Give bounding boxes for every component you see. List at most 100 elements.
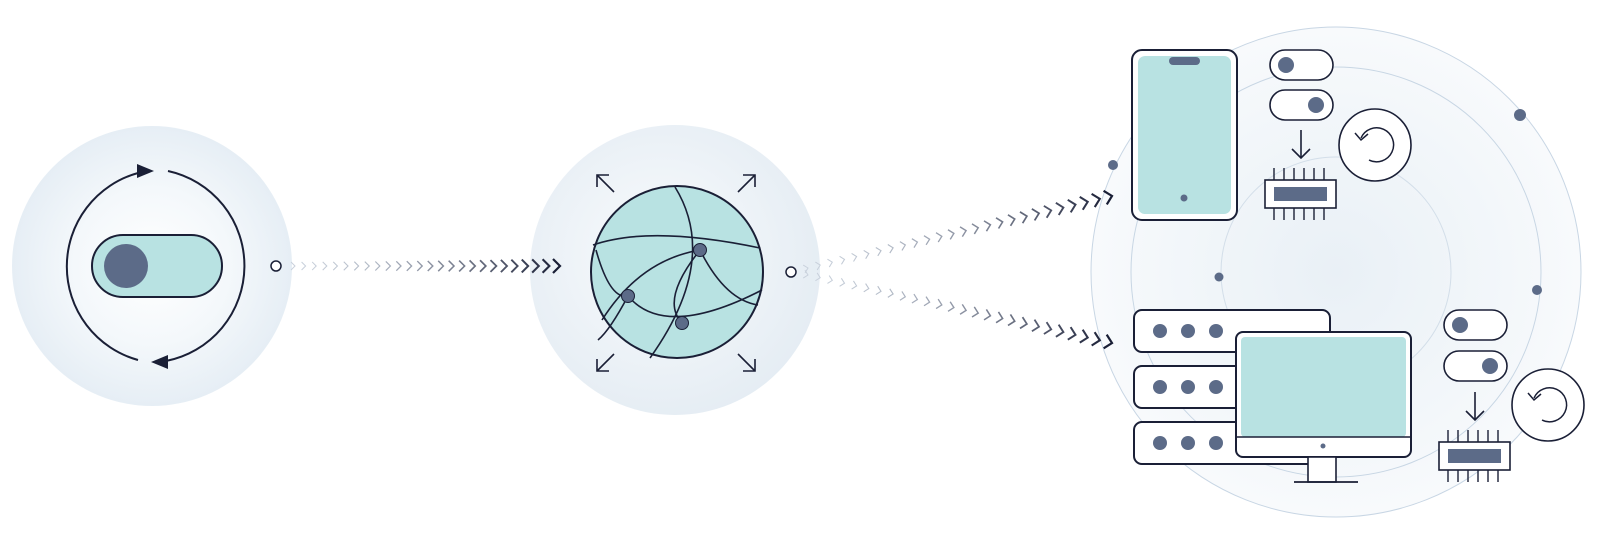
chevron-icon: [468, 259, 477, 273]
chevron-icon: [353, 261, 360, 271]
chevron-icon: [521, 258, 530, 274]
chevron-icon: [802, 269, 809, 279]
chevron-icon: [851, 252, 858, 262]
chevron-icon: [863, 283, 870, 293]
chevron-icon: [448, 260, 456, 272]
chevron-icon: [1079, 329, 1090, 344]
chevron-icon: [899, 291, 907, 301]
chevron-icon: [510, 259, 519, 273]
chevron-icon: [1043, 321, 1053, 335]
chevron-icon: [815, 272, 821, 282]
chevron-icon: [1007, 314, 1016, 327]
chevron-icon: [1031, 208, 1041, 221]
desktop-monitor-icon: [1235, 331, 1412, 483]
chevron-icon: [959, 226, 968, 238]
chevron-icon: [541, 258, 551, 274]
chevron-icon: [1103, 334, 1114, 350]
feature-toggle-icon: [91, 234, 223, 298]
orbit-dot: [1108, 160, 1118, 170]
chevron-icon: [311, 261, 317, 271]
chevron-icon: [332, 261, 339, 271]
chevron-icon: [815, 261, 821, 271]
orbit-dot: [1214, 272, 1224, 282]
toggle-stage: [12, 126, 292, 406]
chevron-icon: [1019, 211, 1029, 224]
chevron-icon: [1079, 196, 1090, 211]
chevron-icon: [863, 249, 870, 259]
chevron-icon: [322, 261, 328, 271]
chevron-icon: [385, 260, 392, 272]
chevron-icon: [1091, 331, 1102, 347]
chevron-icon: [1091, 192, 1102, 208]
chevron-icon: [1067, 326, 1077, 341]
chevron-icon: [971, 223, 980, 235]
chevron-icon: [1007, 214, 1016, 227]
targets-stage: [1090, 26, 1585, 518]
chevron-icon: [875, 247, 882, 257]
chevron-icon: [935, 298, 943, 310]
chevron-icon: [983, 220, 992, 232]
orbit-dot: [1514, 109, 1526, 121]
chevron-icon: [827, 275, 834, 284]
chevron-icon: [935, 232, 943, 243]
chevron-icon: [552, 258, 562, 274]
chevron-icon: [839, 255, 846, 265]
chevron-icon: [875, 285, 882, 296]
chevron-icon: [479, 259, 488, 273]
chevron-icon: [364, 261, 371, 271]
chevron-icon: [839, 278, 846, 287]
refresh-icon: [1511, 368, 1585, 442]
toggle-off-icon: [1443, 309, 1508, 341]
chevron-icon: [301, 261, 307, 271]
chevron-icon: [911, 238, 919, 248]
chevron-icon: [971, 306, 980, 318]
refresh-icon: [1338, 108, 1412, 182]
smartphone-icon: [1131, 49, 1238, 221]
chevron-icon: [887, 244, 894, 254]
chevron-icon: [851, 280, 858, 290]
phone-controls: [1264, 49, 1412, 220]
chevron-icon: [500, 259, 509, 273]
toggle-off-icon: [1269, 49, 1334, 81]
chevron-icon: [923, 235, 931, 246]
chevron-icon: [343, 261, 349, 271]
chip-icon: [1438, 430, 1511, 482]
chevron-icon: [887, 288, 894, 298]
toggle-on-icon: [1443, 350, 1508, 382]
chevron-icon: [827, 258, 834, 268]
chevron-icon: [1102, 189, 1114, 206]
chevron-icon: [406, 260, 413, 272]
connector-dot: [270, 260, 282, 272]
chevron-icon: [995, 311, 1004, 324]
arrow-down-icon: [1291, 130, 1311, 160]
toggle-on-icon: [1269, 89, 1334, 121]
chevron-icon: [983, 309, 992, 321]
expand-arrows-icon: [596, 174, 756, 372]
chevron-icon: [489, 259, 498, 273]
chevron-icon: [947, 301, 955, 312]
globe-network-icon: [590, 185, 764, 359]
chevron-icon: [899, 241, 907, 251]
chevron-icon: [947, 229, 955, 240]
chevron-icon: [1043, 205, 1053, 219]
globe-stage: [530, 125, 820, 415]
chevron-icon: [395, 260, 402, 272]
chevron-icon: [1055, 202, 1065, 216]
arrow-down-icon: [1465, 392, 1485, 422]
chevron-icon: [437, 260, 445, 272]
chevron-icon: [290, 261, 296, 271]
chevron-icon: [995, 217, 1004, 229]
chevron-icon: [1055, 324, 1065, 338]
chevron-icon: [427, 260, 434, 272]
desktop-controls: [1438, 309, 1585, 482]
chevron-icon: [923, 296, 931, 307]
chevron-icon: [1031, 319, 1041, 332]
chevron-icon: [1019, 316, 1029, 330]
chevron-connectors: [290, 189, 1114, 350]
chip-icon: [1264, 168, 1337, 220]
chevron-icon: [374, 261, 381, 271]
chevron-icon: [416, 260, 424, 272]
chevron-icon: [959, 303, 968, 315]
